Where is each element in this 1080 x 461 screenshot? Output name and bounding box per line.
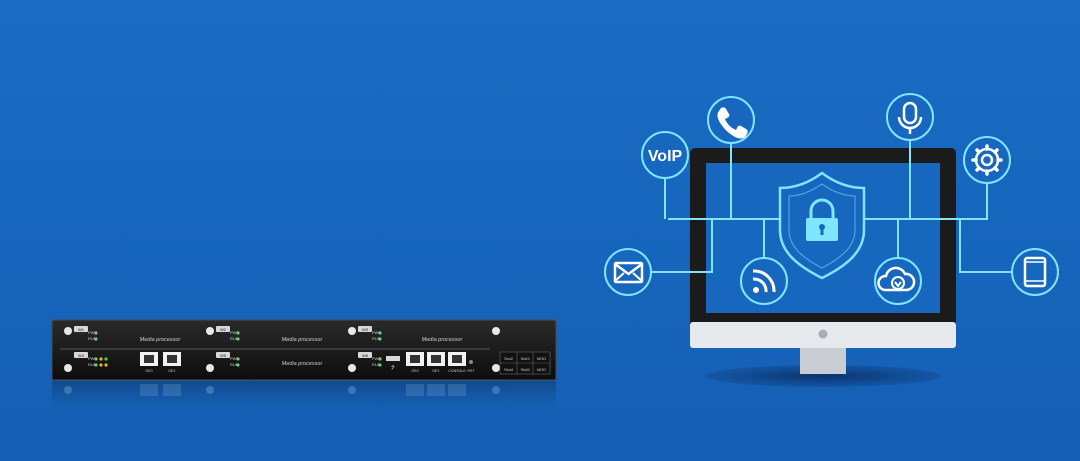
led-label-pwr: PWR [88,330,97,335]
ctrl-label: Slot5 [520,367,530,372]
ctrl-label: Slot4 [504,367,514,372]
monitor-stand [800,346,846,374]
led-label-run: RUN [372,362,381,367]
microphone-icon [886,93,934,141]
monitor-shadow [705,365,941,387]
usb-port [386,356,400,361]
device-reflection [52,381,556,421]
mount-hole [64,327,72,335]
controller-panel: Slot2 Slot3 MOD Slot4 Slot5 MOD [499,351,551,375]
module-row-1: W1 PWR RUN Media processor W2 PWR RUN Me… [74,326,463,343]
mount-hole [348,327,356,335]
module-label: Media processor [140,337,182,343]
slot-tag: W5 [220,353,227,358]
module-label: Media processor [422,337,464,343]
port-label-console: CONSOLE [448,369,466,373]
slot-tag: W2 [220,327,227,332]
led-label-pwr: PWR [230,356,239,361]
led-label-pwr: PWR [372,330,381,335]
media-gateway-device: W1 PWR RUN Media processor W2 PWR RUN Me… [51,319,557,381]
mount-hole [64,364,72,372]
port-label-ge0: GE0 [145,369,152,373]
led-label-pwr: PWR [372,356,381,361]
mount-hole [492,364,500,372]
mount-hole [348,364,356,372]
cloud-download-icon [874,257,922,305]
mount-hole [206,327,214,335]
slot-tag: W1 [78,327,85,332]
mount-hole [492,327,500,335]
ctrl-label: Slot2 [504,356,514,361]
ctrl-label: MOD [537,356,546,361]
port-label-rst: RST [467,369,475,373]
led-label-run: RUN [88,362,97,367]
led-label-run: RUN [230,336,239,341]
slot-tag: W3 [362,327,369,332]
module-row-2: W4 PWR RUN GE0 GE1 W5 PWR RUN Media proc… [74,352,475,373]
module-label: Media processor [282,337,324,343]
reset-button [469,360,473,364]
led-label-run: RUN [230,362,239,367]
ctrl-label: Slot3 [520,356,530,361]
port-label-ge1: GE1 [432,369,439,373]
mail-icon [604,248,652,296]
led-label-pwr: PWR [88,356,97,361]
phone-icon [707,96,755,144]
led-label-run: RUN [88,336,97,341]
led-label-run: RUN [372,336,381,341]
voip-label: VoIP [648,148,683,165]
port-label-ge0: GE0 [411,369,418,373]
slot-tag: W4 [78,353,85,358]
port-label-ge1: GE1 [168,369,175,373]
module-label: Media processor [282,361,324,367]
led-label-pwr: PWR [230,330,239,335]
tablet-icon [1011,248,1059,296]
shield-lock-icon [778,171,866,280]
slot-tag: W6 [362,353,369,358]
wifi-icon [740,257,788,305]
mount-hole [206,364,214,372]
usb-icon: ⭍ [391,365,395,371]
ctrl-label: MOD [537,367,546,372]
voip-icon: VoIP [641,131,689,179]
gear-icon [963,136,1011,184]
monitor-power-button [818,329,828,339]
